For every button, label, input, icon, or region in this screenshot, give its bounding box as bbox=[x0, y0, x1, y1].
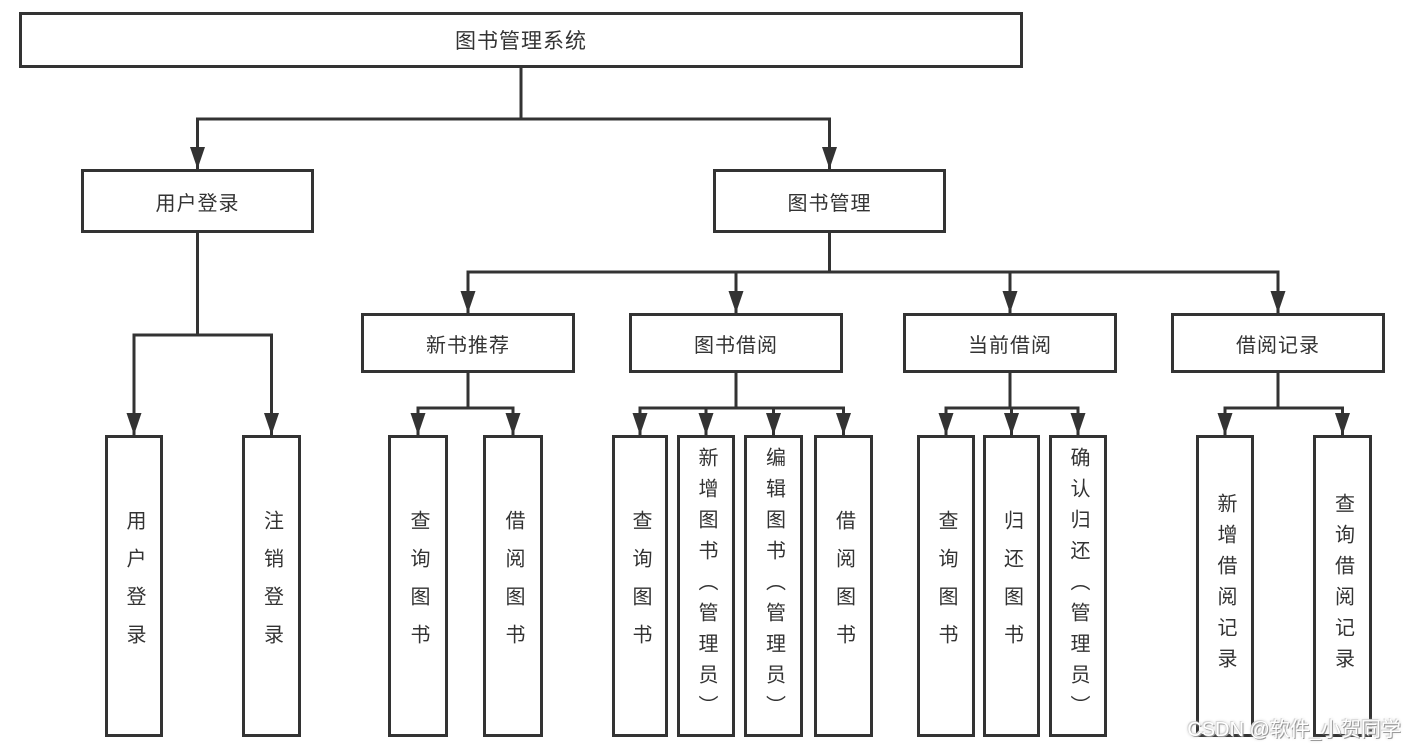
node-borrow-records: 借阅记录 bbox=[1171, 313, 1385, 373]
node-leaf-edit-book-admin: 编辑图书（管理员） bbox=[744, 435, 803, 737]
node-label: 注销登录 bbox=[260, 510, 283, 662]
node-label: 当前借阅 bbox=[968, 334, 1052, 357]
node-label: 图书管理 bbox=[787, 192, 872, 215]
node-label: 用户登录 bbox=[155, 192, 240, 215]
node-leaf-query-books-borrowing: 查询图书 bbox=[612, 435, 668, 737]
node-label: 查询图书 bbox=[935, 510, 957, 662]
node-user-login: 用户登录 bbox=[81, 169, 314, 233]
connector-current-borrowing-children bbox=[938, 373, 1086, 435]
node-leaf-confirm-return-admin: 确认归还（管理员） bbox=[1049, 435, 1107, 737]
node-leaf-query-borrow-record: 查询借阅记录 bbox=[1313, 435, 1372, 737]
node-label: 借阅图书 bbox=[502, 510, 524, 662]
node-leaf-borrow-books-recommend: 借阅图书 bbox=[483, 435, 543, 737]
node-label: 借阅记录 bbox=[1236, 334, 1320, 357]
node-label: 新增借阅记录 bbox=[1214, 493, 1236, 679]
node-label: 图书借阅 bbox=[694, 334, 778, 357]
node-label: 查询借阅记录 bbox=[1331, 493, 1354, 679]
node-label: 确认归还（管理员） bbox=[1067, 446, 1089, 726]
node-leaf-return-book: 归还图书 bbox=[983, 435, 1040, 737]
connector-book-management-children bbox=[460, 233, 1286, 313]
node-label: 查询图书 bbox=[407, 510, 429, 662]
node-leaf-borrow-books-borrowing: 借阅图书 bbox=[814, 435, 873, 737]
node-label: 新书推荐 bbox=[426, 334, 510, 357]
connector-user-login-children bbox=[126, 233, 279, 435]
node-leaf-query-books-recommend: 查询图书 bbox=[388, 435, 448, 737]
node-leaf-logout-action: 注销登录 bbox=[242, 435, 301, 737]
node-book-borrowing: 图书借阅 bbox=[629, 313, 843, 373]
node-label: 新增图书（管理员） bbox=[695, 446, 717, 726]
connector-new-book-recommend-children bbox=[410, 373, 521, 435]
node-new-book-recommend: 新书推荐 bbox=[361, 313, 575, 373]
node-leaf-add-book-admin: 新增图书（管理员） bbox=[677, 435, 735, 737]
node-label: 归还图书 bbox=[1000, 510, 1023, 662]
node-book-management: 图书管理 bbox=[713, 169, 946, 233]
node-label: 图书管理系统 bbox=[455, 30, 587, 53]
node-root-library-system: 图书管理系统 bbox=[19, 12, 1023, 68]
node-label: 借阅图书 bbox=[832, 510, 855, 662]
connector-root-to-level2 bbox=[190, 68, 837, 169]
csdn-watermark: CSDN @软件_小贺同学 bbox=[1187, 719, 1401, 741]
node-current-borrowing: 当前借阅 bbox=[903, 313, 1117, 373]
node-leaf-query-books-current: 查询图书 bbox=[917, 435, 975, 737]
node-label: 编辑图书（管理员） bbox=[762, 446, 785, 726]
node-leaf-add-borrow-record: 新增借阅记录 bbox=[1196, 435, 1254, 737]
node-label: 用户登录 bbox=[123, 510, 145, 662]
connector-book-borrowing-children bbox=[632, 373, 851, 435]
node-label: 查询图书 bbox=[629, 510, 651, 662]
node-leaf-user-login-action: 用户登录 bbox=[105, 435, 163, 737]
connector-borrow-records-children bbox=[1217, 373, 1350, 435]
